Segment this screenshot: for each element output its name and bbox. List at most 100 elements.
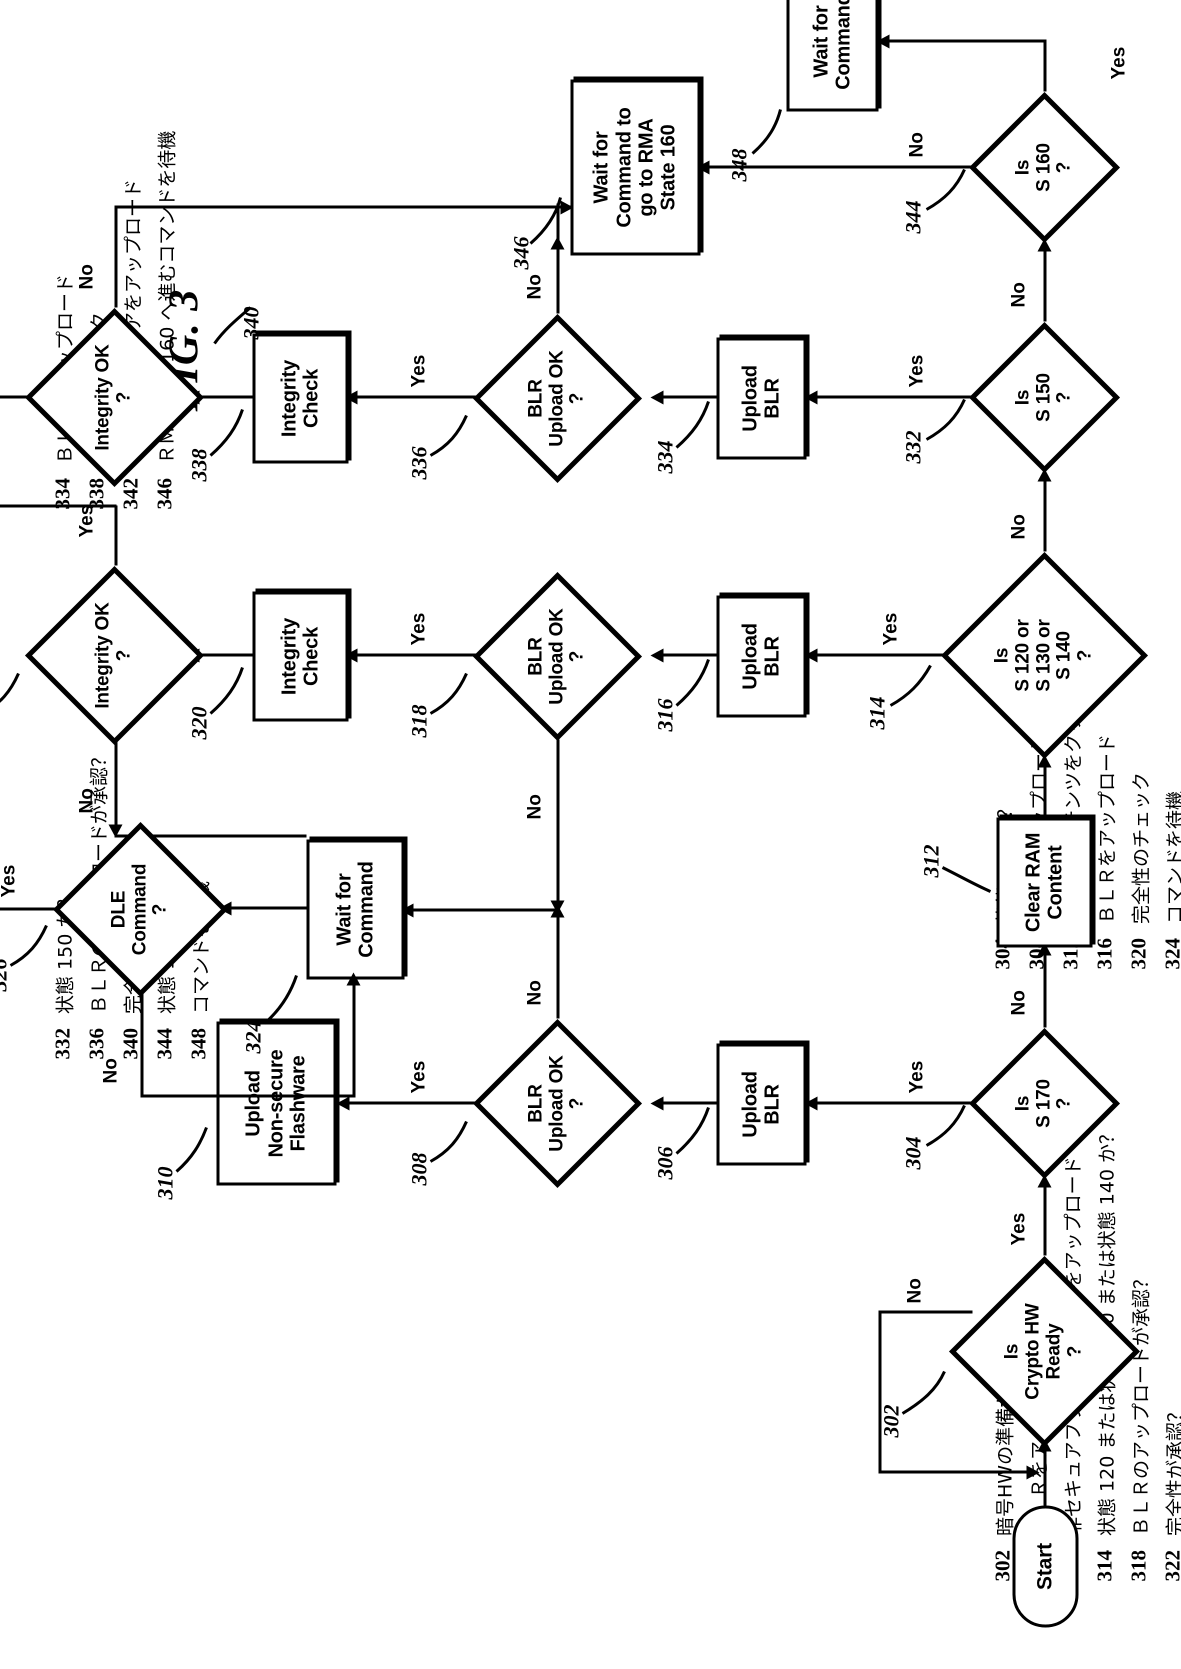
- edge-314-to-332: [1043, 475, 1046, 551]
- decision-label: IsS 150?: [1013, 369, 1076, 426]
- legend-num: 348: [186, 1014, 220, 1060]
- edge-302-no-horiz: [878, 1310, 881, 1473]
- edge-336-no-horiz: [556, 203, 559, 313]
- start-label: Start: [1033, 1543, 1057, 1590]
- edge-label-318-no: No: [524, 794, 546, 819]
- process-label: Clear RAMContent: [1022, 832, 1067, 931]
- decision-label: DLECommand?: [109, 859, 172, 959]
- arrowhead-316-to-318: [650, 648, 663, 662]
- edge-label-318-yes: Yes: [408, 612, 430, 645]
- edge-318-to-320: [348, 653, 476, 656]
- edge-label-302-no: No: [904, 1278, 926, 1303]
- leader-302: [900, 1359, 960, 1419]
- edge-312-to-314: [1043, 761, 1046, 817]
- edge-332-to-344: [1043, 245, 1046, 321]
- edge-label-314-no: No: [1008, 514, 1030, 539]
- leader-326: [8, 913, 62, 971]
- decision-label: BLRUpload OK?: [526, 1051, 589, 1155]
- process-upload-non-secure-flashware: UploadNon-secureFlashware: [216, 1021, 336, 1185]
- legend-text: コマンドを待機: [1160, 657, 1181, 923]
- edge-344-yes-vert: [880, 39, 1046, 42]
- legend-num: 340: [118, 1014, 152, 1060]
- decision-label: BLRUpload OK?: [526, 346, 589, 450]
- edge-no-spine-to-324: [404, 908, 558, 911]
- leader-348: [750, 101, 798, 157]
- legend-num: 344: [152, 1014, 186, 1060]
- decision-blr-upload-ok-318: BLRUpload OK?: [472, 571, 642, 741]
- leader-322: [0, 661, 34, 719]
- edge-326-no-vert: [140, 1094, 352, 1097]
- ref-348: 348: [726, 148, 752, 181]
- leader-314: [888, 653, 944, 711]
- edge-322-no-horiz: [114, 739, 117, 833]
- process-label: UploadNon-secureFlashware: [242, 1049, 309, 1157]
- process-upload-blr-334: UploadBLR: [716, 337, 806, 459]
- legend-num: 320: [1126, 924, 1160, 970]
- legend-num: 314: [1092, 1536, 1126, 1582]
- leader-340: [210, 297, 254, 349]
- edge-334-to-336: [654, 395, 718, 398]
- arrowhead-336-no: [550, 236, 564, 249]
- edge-302-no-return: [878, 1470, 1030, 1473]
- arrowhead-326-no: [346, 972, 360, 985]
- edge-324-to-326: [222, 906, 308, 909]
- process-label: IntegrityCheck: [278, 359, 323, 436]
- ref-344: 344: [900, 200, 926, 233]
- edge-304-to-306: [808, 1101, 972, 1104]
- leader-324: [262, 969, 312, 1027]
- edge-336-to-338: [348, 395, 476, 398]
- process-wait-for-rma-state-160: Wait forCommand togo to RMAState 160: [570, 79, 700, 255]
- decision-label: IsS 160?: [1013, 139, 1076, 196]
- edge-322-yes-horiz: [114, 505, 117, 565]
- legend-row: 322 完全性が承認？: [1160, 1124, 1181, 1581]
- process-label: UploadBLR: [739, 365, 784, 432]
- leader-338: [208, 403, 258, 459]
- process-wait-for-command-348: Wait forCommand: [786, 0, 878, 111]
- leader-334: [674, 395, 724, 451]
- edge-302-no-vert: [878, 1310, 972, 1313]
- leader-316: [674, 653, 724, 709]
- leader-306: [674, 1101, 724, 1157]
- leader-308: [428, 1109, 482, 1167]
- leader-336: [428, 403, 482, 461]
- process-label: Wait forCommand togo to RMAState 160: [590, 107, 680, 227]
- process-integrity-check-338: IntegrityCheck: [252, 333, 348, 463]
- edge-start-to-302: [1043, 1447, 1046, 1505]
- edge-label-336-yes: Yes: [408, 354, 430, 387]
- edge-340-no-horiz: [114, 205, 117, 307]
- edge-326-no-return: [352, 977, 355, 1097]
- edge-label-326-yes: Yes: [0, 864, 20, 897]
- decision-is-s120-s130-s140: IsS 120 orS 130 orS 140?: [940, 551, 1148, 759]
- decision-is-s150: IsS 150?: [968, 321, 1120, 473]
- process-wait-for-command-324: Wait forCommand: [306, 839, 404, 979]
- legend-num: 316: [1092, 924, 1126, 970]
- edge-316-to-318: [654, 653, 718, 656]
- edge-304-to-312: [1043, 949, 1046, 1027]
- edge-344-yes-horiz: [1043, 39, 1046, 91]
- arrowhead-302-no: [1026, 1465, 1039, 1479]
- edge-label-344-yes: Yes: [1108, 46, 1130, 79]
- edge-label-344-no: No: [906, 132, 928, 157]
- edge-308-no-horiz: [556, 911, 559, 1018]
- edge-306-to-308: [654, 1101, 718, 1104]
- arrowhead-334-to-336: [650, 390, 663, 404]
- ref-314: 314: [864, 696, 890, 729]
- edge-326-yes-vert: [0, 907, 56, 910]
- edge-label-302-yes: Yes: [1008, 1212, 1030, 1245]
- decision-label: Integrity OK?: [93, 598, 135, 712]
- leader-312: [940, 847, 1000, 897]
- process-upload-blr-306: UploadBLR: [716, 1043, 806, 1165]
- edge-318-no-horiz: [556, 739, 559, 909]
- legend-num: 322: [1160, 1536, 1181, 1582]
- edge-label-332-yes: Yes: [906, 354, 928, 387]
- edge-340-no-vert: [114, 205, 570, 208]
- process-integrity-check-320: IntegrityCheck: [252, 591, 348, 721]
- legend-text: 完全性が承認？: [1160, 1124, 1181, 1535]
- decision-integrity-ok-322: Integrity OK?: [24, 565, 204, 745]
- legend-num: 318: [1126, 1536, 1160, 1582]
- ref-332: 332: [900, 430, 926, 463]
- process-label: UploadBLR: [739, 1071, 784, 1138]
- ref-304: 304: [900, 1136, 926, 1169]
